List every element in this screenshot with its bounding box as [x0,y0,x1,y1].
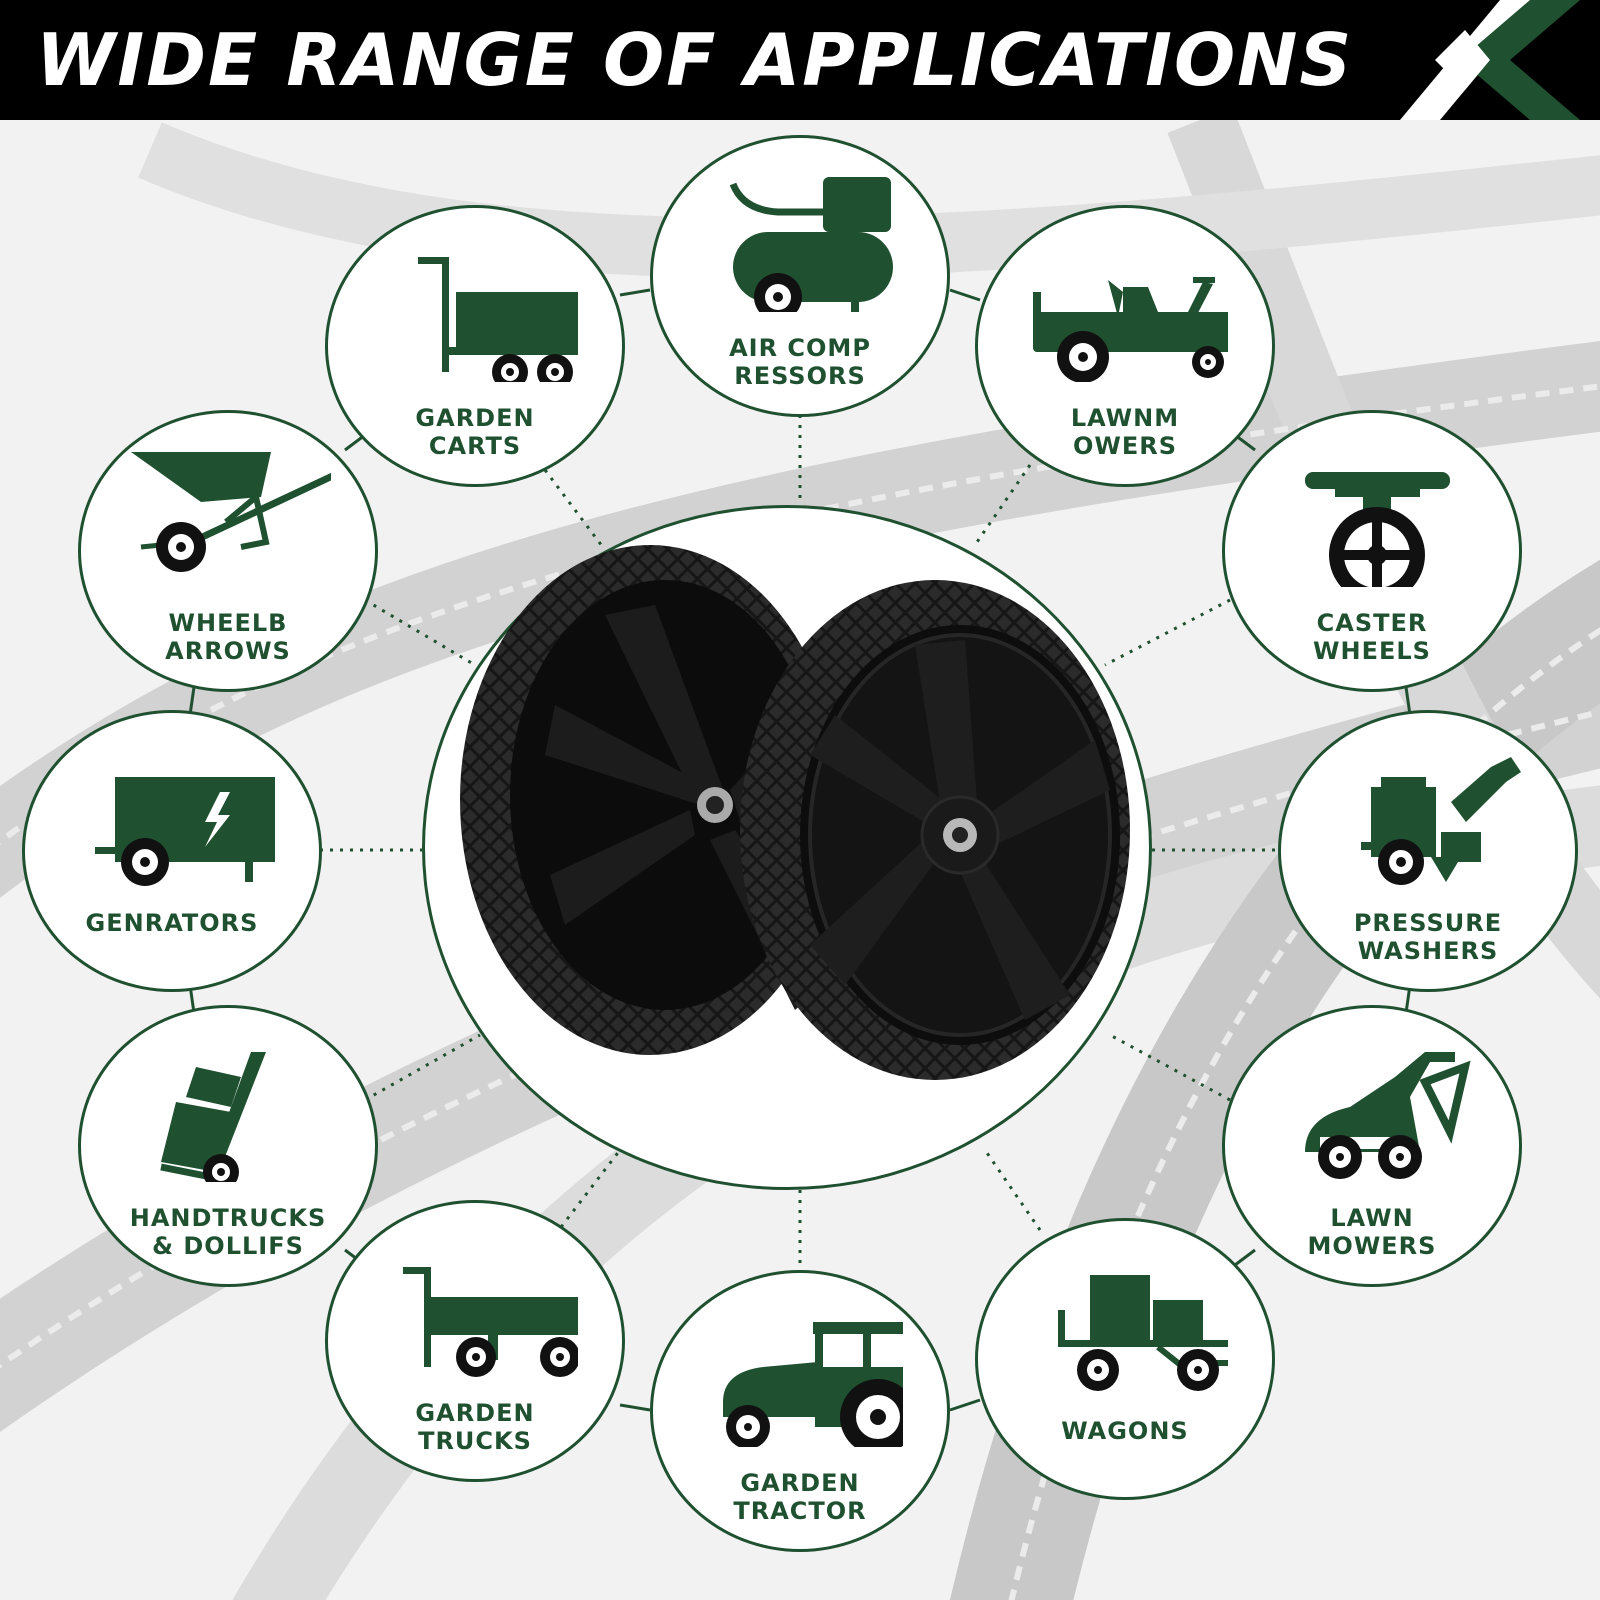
app-air-compressors: AIR COMP RESSORS [650,135,950,417]
app-label: PRESSURE WASHERS [1353,909,1503,965]
app-label: WAGONS [1061,1417,1189,1445]
app-handtrucks: HANDTRUCKS & DOLLIFS [78,1005,378,1287]
app-lawn-mowers: LAWN MOWERS [1222,1005,1522,1287]
app-garden-tractor: GARDEN TRACTOR [650,1270,950,1552]
app-garden-trucks: GARDEN TRUCKS [325,1200,625,1482]
app-pressure-washers: PRESSURE WASHERS [1278,710,1578,992]
app-label: GARDEN TRUCKS [415,1399,535,1455]
pressure-washer-icon [1361,757,1521,885]
app-label: LAWNM OWERS [1070,404,1180,460]
app-label: CASTER WHEELS [1313,609,1431,665]
app-label: LAWN MOWERS [1307,1204,1437,1260]
push-mower-icon [1305,1052,1471,1179]
air-compressor-icon [729,177,893,312]
app-label: GENRATORS [85,909,259,937]
page-title: WIDE RANGE OF APPLICATIONS [36,18,1354,102]
app-lawnmowers: LAWNM OWERS [975,205,1275,487]
app-label: GARDEN CARTS [415,404,535,460]
brand-logo-icon [1400,0,1580,120]
app-garden-carts: GARDEN CARTS [325,205,625,487]
front-wheel [740,580,1130,1080]
garden-truck-icon [403,1267,578,1377]
garden-cart-icon [418,257,578,382]
header-banner: WIDE RANGE OF APPLICATIONS [0,0,1600,120]
back-wheel [460,545,860,1055]
app-caster-wheels: CASTER WHEELS [1222,410,1522,692]
app-label: WHEELB ARROWS [165,609,291,665]
caster-wheel-icon [1305,472,1450,587]
hand-truck-icon [160,1052,266,1182]
riding-mower-icon [1033,277,1228,382]
generator-icon [95,777,275,886]
app-label: GARDEN TRACTOR [733,1469,867,1525]
app-wheelbarrows: WHEELB ARROWS [78,410,378,692]
app-generators: GENRATORS [22,710,322,992]
app-label: HANDTRUCKS & DOLLIFS [129,1204,327,1260]
app-label: AIR COMP RESSORS [729,334,871,390]
garden-tractor-icon [723,1322,903,1447]
wheelbarrow-icon [131,452,331,572]
app-wagons: WAGONS [975,1218,1275,1500]
wagon-icon [1058,1275,1228,1391]
wheel-pair-image [460,545,1130,1080]
